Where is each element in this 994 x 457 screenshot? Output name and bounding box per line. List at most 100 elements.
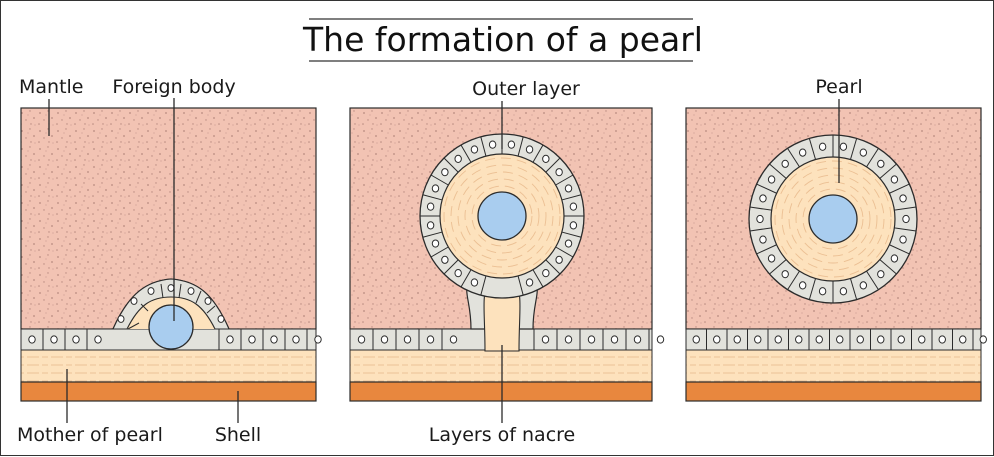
panel-3-shell	[685, 381, 982, 402]
cell-nucleus	[28, 335, 36, 344]
label-layers-of-nacre: Layers of nacre	[429, 424, 575, 446]
cell-wall	[443, 259, 459, 275]
cell-nucleus	[488, 140, 497, 149]
cell-nucleus	[899, 235, 907, 244]
cell-nucleus	[897, 335, 905, 344]
cell-nucleus	[449, 335, 458, 344]
cell-nucleus	[357, 335, 366, 344]
cell-wall	[460, 144, 472, 163]
nacre-ring	[788, 174, 878, 264]
cell-wall	[849, 278, 858, 300]
cell-wall	[127, 322, 140, 330]
cell-nucleus	[564, 335, 573, 344]
cell-wall	[443, 157, 459, 173]
cell-nucleus	[226, 335, 234, 344]
cell-wall	[480, 136, 487, 157]
cell-nucleus	[798, 281, 807, 290]
panel-2-foreign-body	[477, 191, 527, 241]
cell-wall	[756, 183, 777, 194]
panel-1-foreign-body-entry	[20, 107, 322, 402]
cell-nucleus	[454, 154, 462, 163]
cell-nucleus	[470, 145, 479, 154]
cell-nucleus	[525, 278, 534, 287]
cell-wall	[879, 163, 897, 179]
nacre-ring	[774, 160, 892, 278]
cell-nucleus	[902, 214, 910, 224]
label-mantle: Mantle	[19, 76, 84, 98]
cell-wall	[769, 259, 787, 275]
panel-2-mother-of-pearl	[349, 349, 653, 383]
panel-2-shell	[349, 381, 653, 402]
cell-wall	[561, 231, 582, 238]
nacre-ring	[795, 181, 871, 257]
cell-nucleus	[470, 278, 479, 287]
cell-nucleus	[441, 168, 449, 177]
cell-nucleus	[856, 335, 864, 344]
cell-nucleus	[569, 202, 578, 211]
cell-nucleus	[117, 315, 125, 323]
cell-nucleus	[507, 140, 516, 149]
cell-nucleus	[130, 297, 138, 305]
panel-1-bump-cells	[112, 278, 230, 330]
cell-nucleus	[217, 315, 225, 323]
cell-nucleus	[756, 214, 764, 224]
cell-wall	[160, 283, 164, 299]
cell-wall	[517, 275, 524, 296]
cell-wall	[808, 278, 817, 300]
cell-wall	[808, 138, 817, 160]
cell-wall	[545, 259, 561, 275]
cell-wall	[517, 136, 524, 157]
cell-nucleus	[759, 194, 767, 203]
cell-nucleus	[555, 168, 563, 177]
cell-nucleus	[733, 335, 741, 344]
diagram-title: The formation of a pearl	[302, 20, 703, 59]
cell-nucleus	[815, 335, 823, 344]
cell-nucleus	[525, 145, 534, 154]
cell-nucleus	[50, 335, 58, 344]
cell-nucleus	[656, 335, 665, 344]
cell-nucleus	[633, 335, 642, 344]
cell-wall	[749, 227, 772, 232]
cell-nucleus	[380, 335, 389, 344]
cell-wall	[545, 157, 561, 173]
cell-nucleus	[187, 287, 195, 295]
nacre-ring	[450, 164, 554, 268]
cell-wall	[866, 148, 879, 168]
cell-wall	[460, 269, 472, 288]
cell-nucleus	[555, 255, 563, 264]
cell-nucleus	[431, 184, 440, 193]
cell-nucleus	[692, 335, 700, 344]
cell-nucleus	[564, 239, 573, 248]
panel-3-pearl	[685, 107, 987, 402]
cell-wall	[430, 174, 449, 186]
panel-1-foreign-body	[148, 304, 194, 350]
cell-wall	[787, 148, 800, 168]
cell-nucleus	[759, 235, 767, 244]
cell-nucleus	[147, 287, 155, 295]
cell-nucleus	[713, 335, 721, 344]
cell-nucleus	[564, 184, 573, 193]
cell-wall	[849, 138, 858, 160]
cell-nucleus	[542, 269, 550, 278]
cell-nucleus	[918, 335, 926, 344]
cell-nucleus	[767, 254, 776, 263]
cell-wall	[561, 194, 582, 201]
cell-nucleus	[426, 221, 435, 230]
cell-wall	[894, 227, 917, 232]
cell-nucleus	[877, 159, 885, 168]
cell-nucleus	[877, 270, 885, 279]
cell-nucleus	[767, 175, 776, 184]
cell-nucleus	[72, 335, 80, 344]
cell-nucleus	[314, 335, 322, 344]
nacre-ring	[443, 157, 561, 275]
cell-wall	[889, 244, 910, 255]
cell-nucleus	[859, 281, 868, 290]
panel-3-pearl-core	[808, 194, 858, 244]
cell-wall	[769, 163, 787, 179]
cell-nucleus	[781, 270, 789, 279]
cell-nucleus	[292, 335, 300, 344]
cell-nucleus	[403, 335, 412, 344]
cell-nucleus	[890, 254, 899, 263]
cell-wall	[532, 269, 544, 288]
cell-nucleus	[836, 335, 844, 344]
